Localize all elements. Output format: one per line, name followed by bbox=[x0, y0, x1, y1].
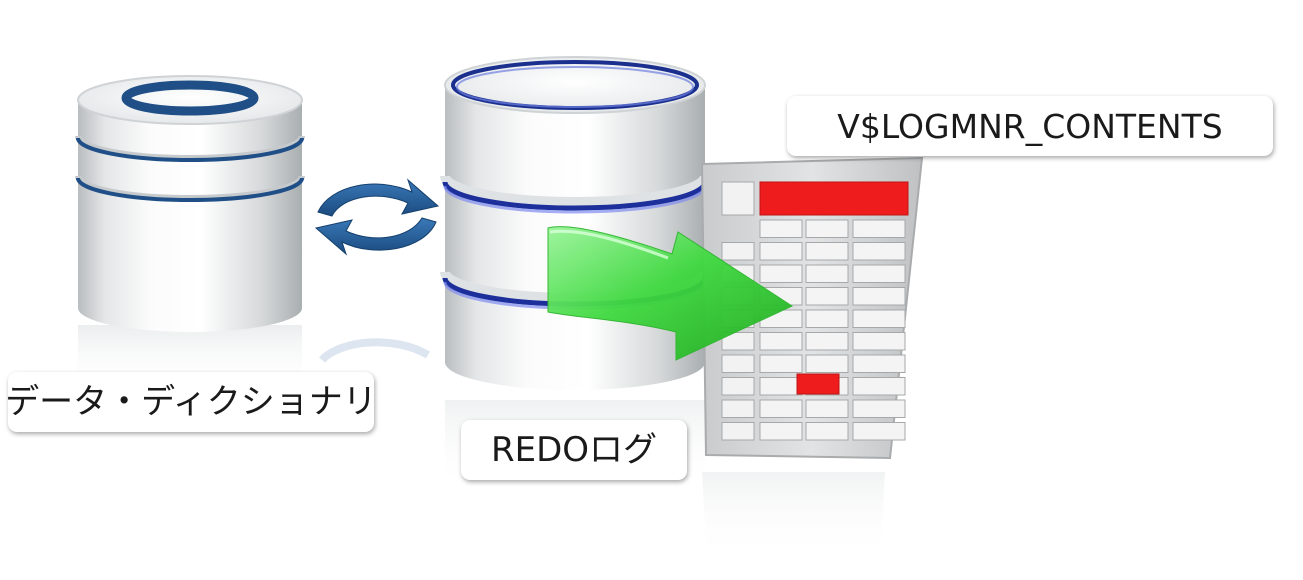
table-cell bbox=[852, 219, 906, 238]
table-cell bbox=[852, 399, 906, 418]
table-cell bbox=[805, 287, 849, 306]
table-cell bbox=[759, 264, 803, 283]
table-cell bbox=[805, 332, 849, 351]
table-cell bbox=[759, 354, 803, 373]
table-cell bbox=[721, 242, 755, 261]
table-cell bbox=[852, 422, 906, 441]
table-cells bbox=[721, 181, 906, 441]
view-name-label: V$LOGMNR_CONTENTS bbox=[787, 96, 1273, 156]
table-cell bbox=[852, 242, 906, 261]
table-cell bbox=[759, 377, 803, 396]
table-cell bbox=[759, 332, 803, 351]
table-cell bbox=[805, 219, 849, 238]
table-cell bbox=[852, 377, 906, 396]
table-cell bbox=[721, 181, 755, 216]
table-sheet-icon bbox=[700, 156, 924, 560]
table-cell bbox=[759, 242, 803, 261]
table-cell bbox=[805, 399, 849, 418]
table-cell bbox=[852, 264, 906, 283]
table-cell bbox=[805, 309, 849, 328]
dictionary-database-icon bbox=[75, 75, 305, 392]
table-cell bbox=[852, 332, 906, 351]
table-cell bbox=[759, 219, 803, 238]
table-cell bbox=[721, 422, 755, 441]
table-cell bbox=[852, 287, 906, 306]
table-cell bbox=[759, 422, 803, 441]
table-cell bbox=[721, 377, 755, 396]
table-cell bbox=[721, 332, 755, 351]
table-cell bbox=[805, 264, 849, 283]
table-cell bbox=[805, 422, 849, 441]
table-cell bbox=[721, 399, 755, 418]
table-cell bbox=[721, 354, 755, 373]
highlight-data-cell bbox=[796, 373, 840, 395]
table-cell bbox=[805, 354, 849, 373]
highlight-header-cell bbox=[759, 181, 909, 216]
table-cell bbox=[852, 309, 906, 328]
sync-arrows-icon bbox=[314, 178, 440, 363]
dictionary-label: データ・ディクショナリ bbox=[5, 372, 377, 432]
table-cell bbox=[805, 242, 849, 261]
redo-log-label: REDOログ bbox=[461, 420, 687, 480]
table-cell bbox=[759, 399, 803, 418]
table-cell bbox=[852, 354, 906, 373]
green-arrow-icon bbox=[547, 226, 794, 361]
